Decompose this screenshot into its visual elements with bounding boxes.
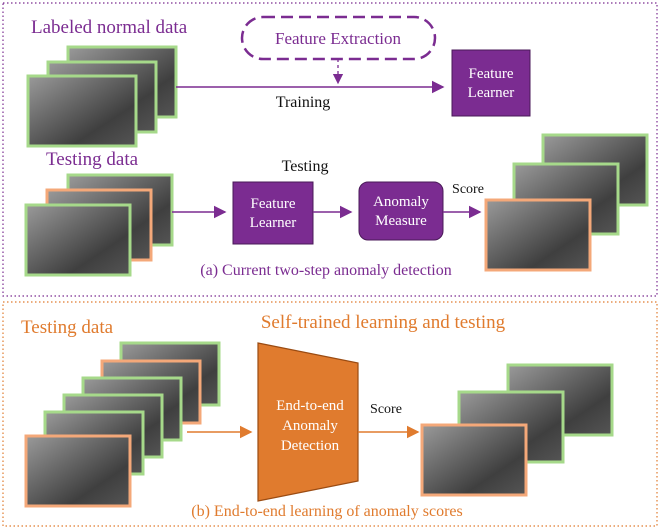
training-label: Training <box>276 94 331 111</box>
testing-frame-stack-a <box>24 173 174 277</box>
scored-frame-stack-b <box>420 363 614 497</box>
caption-a: (a) Current two-step anomaly detection <box>200 262 451 279</box>
caption-b: (b) End-to-end learning of anomaly score… <box>191 503 462 520</box>
feature-learner-train-line2: Learner <box>468 85 515 101</box>
testing-data-label-a: Testing data <box>46 149 139 170</box>
testing-data-label-b: Testing data <box>21 317 114 338</box>
end-to-end-line2: Anomaly <box>282 418 338 434</box>
testing-label: Testing <box>282 158 329 175</box>
training-frame-stack <box>26 45 178 148</box>
video-frame <box>420 423 528 497</box>
end-to-end-detector <box>257 342 359 502</box>
score-label-b: Score <box>370 402 402 417</box>
training-data-label: Labeled normal data <box>31 17 188 38</box>
end-to-end-line3: Detection <box>281 438 340 454</box>
self-trained-title: Self-trained learning and testing <box>261 312 506 333</box>
feature-learner-test-box <box>232 181 314 245</box>
panel-b-border <box>2 301 658 527</box>
video-frame <box>24 203 132 277</box>
feature-learner-train-line1: Feature <box>469 66 514 82</box>
panel-a-border <box>2 2 658 297</box>
testing-frame-stack-b <box>24 341 221 508</box>
video-frame <box>26 74 138 148</box>
anomaly-measure-line2: Measure <box>375 213 427 229</box>
scored-frame-stack-a <box>484 133 649 272</box>
anomaly-measure-line1: Anomaly <box>373 194 429 210</box>
video-frame <box>24 434 132 508</box>
score-label-a: Score <box>452 182 484 197</box>
anomaly-measure-box <box>358 181 444 241</box>
feature-learner-train-box <box>451 49 531 117</box>
end-to-end-line1: End-to-end <box>276 398 344 414</box>
video-frame <box>484 198 592 272</box>
feature-learner-test-line1: Feature <box>251 196 296 212</box>
feature-learner-test-line2: Learner <box>250 215 297 231</box>
feature-extraction-label: Feature Extraction <box>275 29 402 48</box>
